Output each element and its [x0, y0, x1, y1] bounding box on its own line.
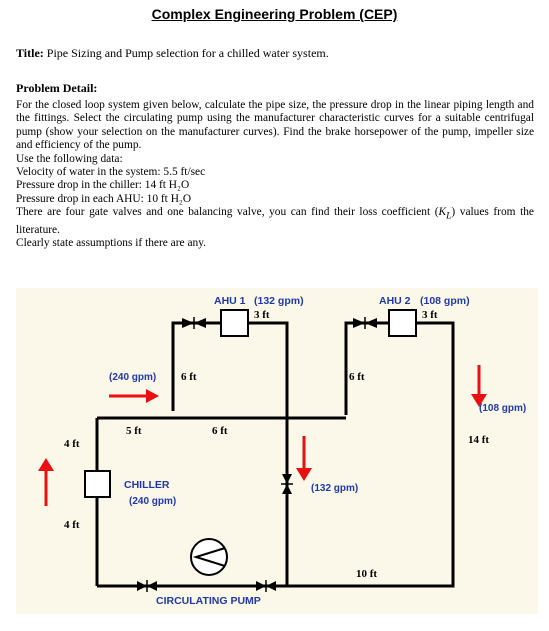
chiller-flow-label: (240 gpm) [129, 496, 176, 507]
ahu2-flow-label: (108 gpm) [420, 295, 470, 307]
flow-arrow-chiller [38, 458, 54, 506]
segment-5ft-label: 5 ft [126, 425, 142, 437]
diagram-panel [16, 288, 538, 614]
chiller-drop-line: Pressure drop in the chiller: 14 ft H₂O [16, 179, 190, 192]
valves-text-b: ) values from the literature. [16, 206, 534, 236]
circulating-pump-symbol [190, 538, 228, 576]
ahu1-box [220, 309, 249, 337]
ahu2-box [388, 309, 417, 337]
branch-flow-label: (108 gpm) [479, 403, 526, 414]
problem-body: For the closed loop system given below, … [16, 99, 534, 251]
ahu1-drop-label: 3 ft [254, 309, 270, 321]
ahu2-drop-label: 3 ft [422, 309, 438, 321]
velocity-line: Velocity of water in the system: 5.5 ft/… [16, 166, 206, 179]
return-flow-label: (132 gpm) [311, 483, 358, 494]
chiller-box [84, 470, 111, 498]
left-top-length-label: 4 ft [64, 438, 80, 450]
flow-arrow-supply [109, 389, 159, 403]
assumptions-line: Clearly state assumptions if there are a… [16, 237, 206, 250]
flow-arrow-ahu2 [471, 365, 487, 407]
valves-line: There are four gate valves and one balan… [16, 206, 534, 237]
title-line: Title: Pipe Sizing and Pump selection fo… [16, 46, 329, 61]
chiller-name-label: CHILLER [124, 479, 170, 491]
pump-name-label: CIRCULATING PUMP [156, 595, 261, 607]
left-bottom-length-label: 4 ft [64, 519, 80, 531]
valves-k: K [438, 206, 447, 219]
gate-valve-bottom-left [137, 580, 157, 592]
problem-detail-heading: Problem Detail: [16, 81, 98, 95]
bottom-length-label: 10 ft [356, 568, 377, 580]
gate-valve-ahu2 [353, 317, 377, 329]
title-label: Title: [16, 46, 44, 60]
gate-valve-ahu1 [182, 317, 206, 329]
balancing-valve [281, 474, 293, 494]
page-heading: Complex Engineering Problem (CEP) [151, 6, 398, 22]
problem-paragraph: For the closed loop system given below, … [16, 99, 534, 152]
flow-arrow-return [296, 436, 312, 481]
riser2-length-label: 6 ft [349, 371, 365, 383]
ahu1-name-label: AHU 1 [214, 295, 246, 307]
valves-text-a: There are four gate valves and one balan… [16, 206, 439, 219]
ahu-drop-line: Pressure drop in each AHU: 10 ft H₂O [16, 192, 192, 205]
ahu2-loop-pipe [287, 321, 455, 588]
use-data-line: Use the following data: [16, 152, 123, 165]
piping-diagram: AHU 1 (132 gpm) 3 ft AHU 2 (108 gpm) 3 f… [16, 288, 538, 614]
ahu2-name-label: AHU 2 [379, 295, 411, 307]
valves-sub: L [446, 211, 452, 222]
title-text: Pipe Sizing and Pump selection for a chi… [43, 46, 329, 60]
supply-flow-label: (240 gpm) [109, 372, 156, 383]
ahu1-flow-label: (132 gpm) [254, 295, 304, 307]
right-length-label: 14 ft [468, 434, 489, 446]
riser1-length-label: 6 ft [181, 371, 197, 383]
gate-valve-bottom-right [256, 580, 276, 592]
segment-6ft-label: 6 ft [212, 425, 228, 437]
